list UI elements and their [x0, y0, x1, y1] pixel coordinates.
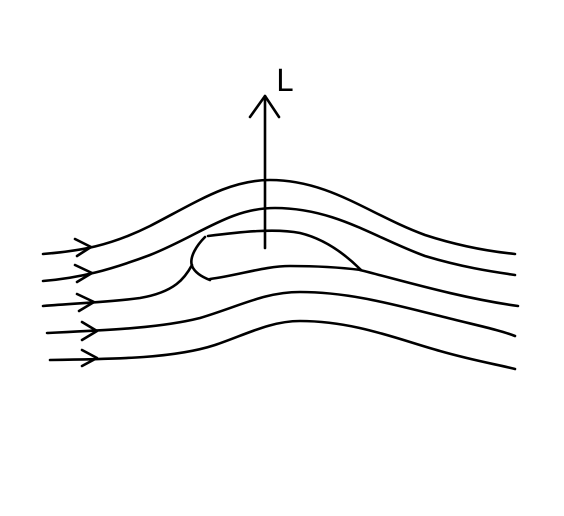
inflow-arrowhead-4 — [80, 320, 99, 342]
inflow-arrowhead-2 — [73, 263, 94, 284]
streamlines — [41, 178, 520, 371]
streamline-5 — [48, 319, 517, 371]
airfoil-lower-surface — [208, 264, 363, 281]
streamline-3-after — [358, 268, 520, 308]
streamline-2 — [41, 206, 517, 283]
inflow-arrowhead-5 — [80, 348, 99, 368]
inflow-arrows — [73, 237, 99, 368]
airfoil-leading-edge — [190, 235, 212, 282]
lift-arrowhead — [248, 94, 281, 119]
streamline-4 — [45, 290, 517, 338]
inflow-arrowhead-3 — [75, 292, 96, 313]
airfoil — [190, 229, 363, 282]
lift-vector: L — [248, 64, 293, 250]
inflow-arrowhead-1 — [73, 237, 93, 258]
streamline-1 — [41, 178, 517, 256]
lift-label: L — [276, 64, 293, 99]
airfoil-upper-surface — [206, 229, 363, 272]
streamline-3 — [41, 263, 194, 308]
